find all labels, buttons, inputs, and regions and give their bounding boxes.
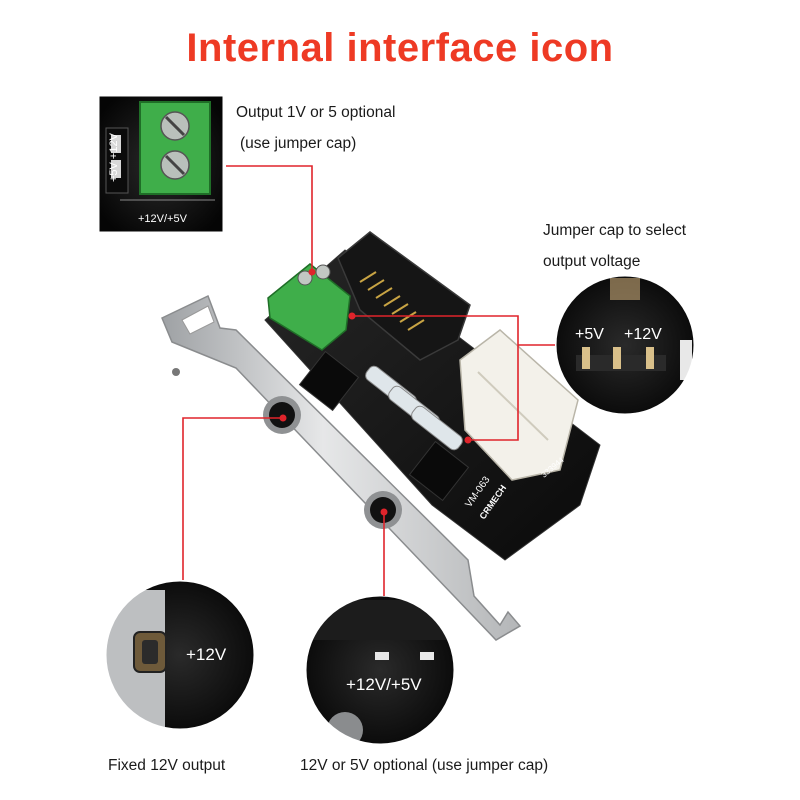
caption-jumper-line1: Jumper cap to select	[543, 222, 687, 239]
inset-terminal-label: +12V/+5V	[138, 213, 188, 225]
jumper-label-5v: +5V	[575, 326, 604, 343]
jumper-closeup	[553, 273, 697, 417]
pointer-fixed-12v	[182, 417, 283, 580]
page-title: Internal interface icon	[186, 26, 614, 70]
caption-fixed-12v: Fixed 12V output	[108, 757, 226, 774]
pci-bracket	[161, 294, 522, 641]
dual-output-closeup	[303, 593, 457, 747]
jumper-label-12v: +12V	[624, 326, 662, 343]
port-label-12v: +12V	[186, 645, 227, 664]
port-label-dual: +12V/+5V	[346, 675, 422, 694]
fuses	[365, 365, 463, 451]
pointer-lines	[182, 165, 555, 596]
pointer-jumper	[352, 315, 519, 441]
pointer-dots	[279, 268, 472, 516]
fixed-12v-closeup	[103, 578, 257, 732]
caption-terminal-line2: (use jumper cap)	[240, 135, 357, 152]
terminal-closeup-inset	[96, 93, 226, 235]
pcb-board	[264, 231, 601, 561]
inset-header-label: +5V +12V	[108, 132, 120, 182]
caption-terminal-line1: Output 1V or 5 optional	[236, 104, 396, 121]
caption-jumper-line2: output voltage	[543, 253, 641, 270]
caption-dual-output: 12V or 5V optional (use jumper cap)	[300, 757, 549, 774]
pointer-terminal	[226, 165, 313, 272]
